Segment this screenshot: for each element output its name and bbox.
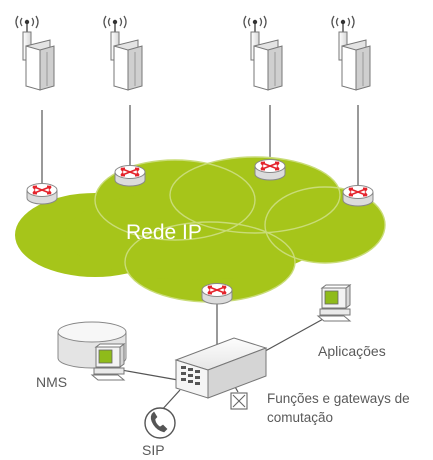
switching-function-icon	[230, 392, 248, 410]
router-4	[342, 184, 374, 207]
backhaul-links	[41, 105, 359, 185]
ip-network-label: Rede IP	[126, 221, 202, 244]
switch-box	[174, 337, 268, 399]
applications-label: Aplicações	[318, 343, 386, 359]
base-station-4	[331, 15, 371, 91]
switching-functions-label: Funções e gateways de	[267, 391, 410, 406]
sip-label: SIP	[142, 442, 165, 458]
router-3	[254, 158, 286, 181]
nms-computer	[91, 343, 125, 381]
nms-label: NMS	[36, 374, 68, 390]
switching-functions-label-continued: comutação	[267, 410, 334, 425]
sip-phone-icon	[144, 407, 176, 439]
applications-computer	[317, 284, 351, 322]
base-station-2	[103, 15, 143, 91]
ip-network-cloud	[15, 156, 386, 303]
router-5	[201, 282, 233, 305]
base-station-1	[15, 15, 55, 91]
base-station-3	[243, 15, 283, 91]
router-2	[114, 164, 146, 187]
router-1	[26, 182, 58, 205]
